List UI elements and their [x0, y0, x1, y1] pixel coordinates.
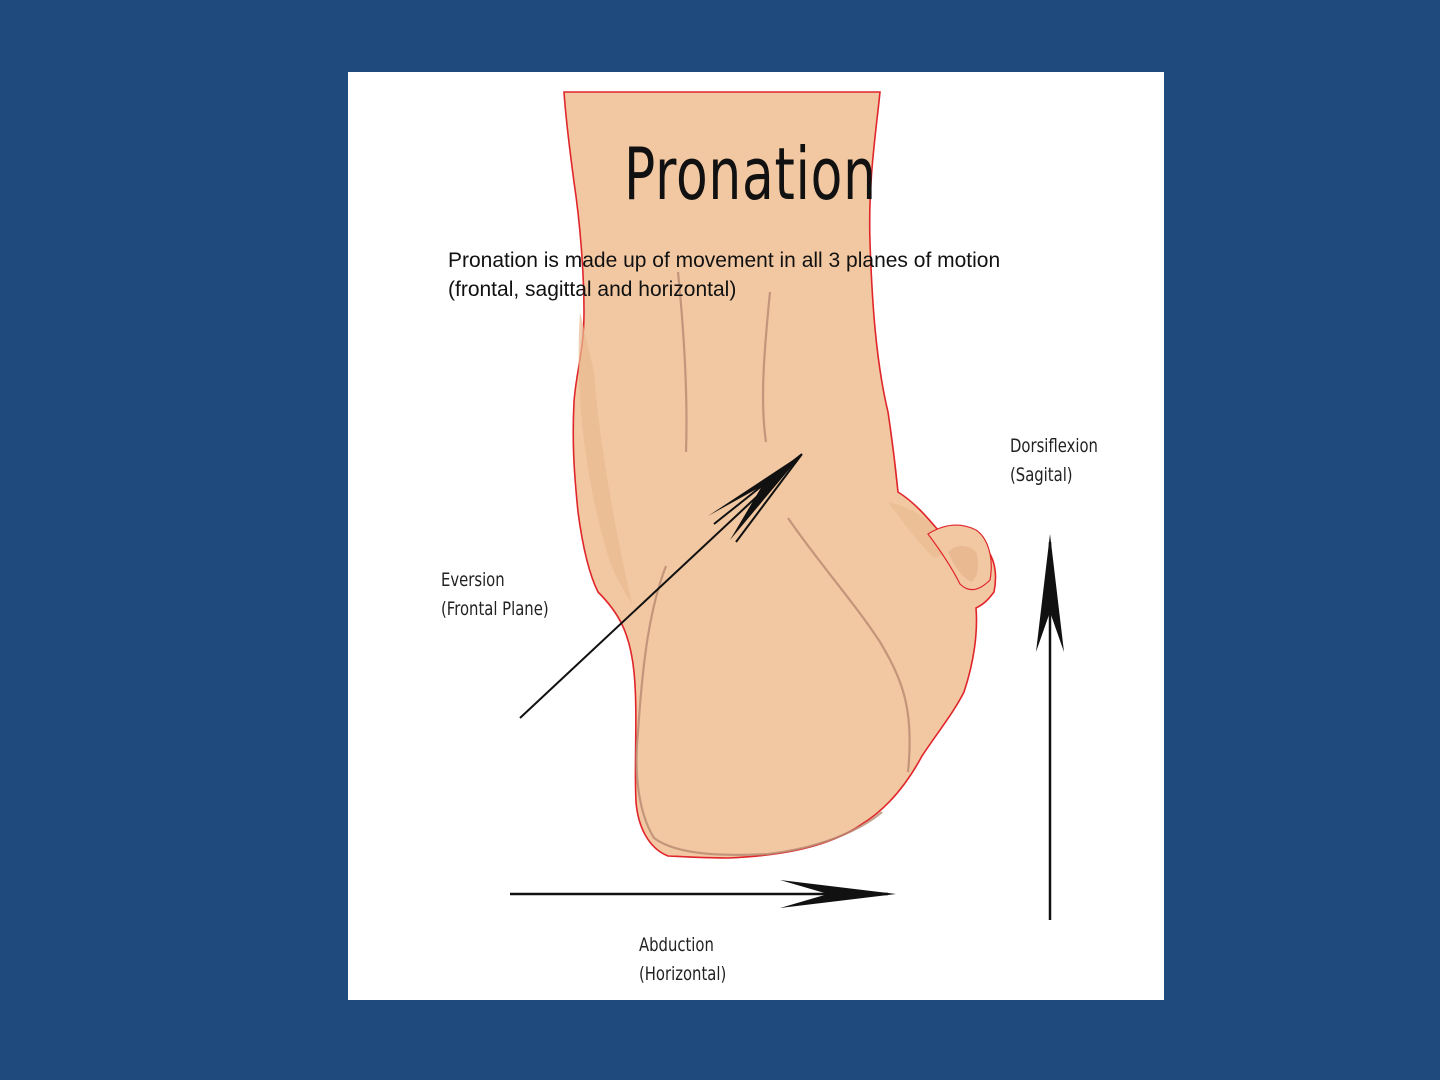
abduction-label: Abduction (Horizontal) [639, 931, 726, 989]
shin-shadow [578, 312, 632, 604]
heel-crease [787, 517, 911, 773]
diagram-subtitle: Pronation is made up of movement in all … [448, 246, 1000, 304]
dorsiflexion-arrow-icon [1036, 534, 1064, 920]
foot-illustration [510, 91, 1064, 920]
pronation-figure: Pronation Pronation is made up of moveme… [348, 72, 1164, 1000]
eversion-label-name: Eversion [441, 569, 505, 591]
subtitle-line-1: Pronation is made up of movement in all … [448, 249, 1001, 272]
abduction-label-plane: (Horizontal) [639, 963, 727, 985]
dorsiflexion-label-plane: (Sagital) [1010, 464, 1073, 486]
eversion-label-plane: (Frontal Plane) [441, 598, 549, 620]
abduction-arrow-icon [510, 880, 896, 908]
subtitle-line-2: (frontal, sagittal and horizontal) [448, 278, 737, 301]
eversion-label: Eversion (Frontal Plane) [441, 566, 549, 624]
tendon-line-1 [676, 271, 688, 453]
dorsiflexion-label-name: Dorsiflexion [1010, 435, 1098, 457]
abduction-label-name: Abduction [639, 934, 714, 956]
heel-line [635, 565, 883, 856]
tendon-line-2 [761, 291, 772, 443]
eversion-arrow-icon [519, 453, 803, 719]
toe-bump-shadow [948, 546, 979, 582]
diagram-title: Pronation [624, 132, 877, 216]
dorsiflexion-label: Dorsiflexion (Sagital) [1010, 432, 1098, 490]
